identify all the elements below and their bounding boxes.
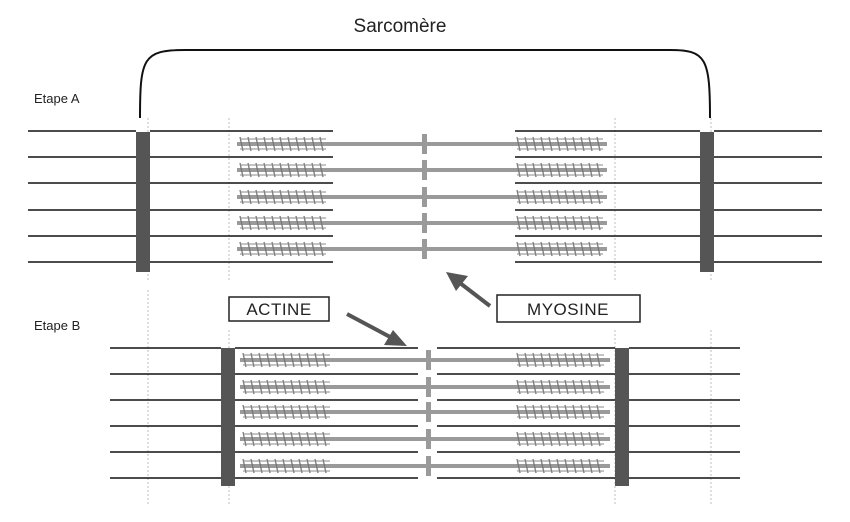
m-line-segment: [426, 456, 431, 476]
stage-a-sarcomere: [28, 130, 822, 272]
actin-label-box: [228, 296, 330, 322]
m-line-segment: [422, 187, 427, 207]
m-line-segment: [426, 350, 431, 370]
myosin-arrow-shaft: [458, 281, 492, 308]
stage-b-sarcomere: [110, 347, 740, 486]
z-disc-right: [615, 348, 629, 486]
m-line-segment: [426, 377, 431, 397]
myosin-label: MYOSINE: [527, 300, 609, 319]
z-disc-left: [136, 132, 150, 272]
actin-label: ACTINE: [246, 300, 311, 319]
stage-b-label: Etape B: [34, 318, 80, 333]
actin-arrow-shaft: [346, 312, 393, 340]
m-line-segment: [422, 213, 427, 233]
myosin-arrow-head: [446, 272, 468, 291]
actin-arrow-head: [384, 330, 407, 346]
m-line-segment: [422, 239, 427, 259]
z-disc-left: [221, 348, 235, 486]
myosin-label-box: [496, 294, 641, 323]
z-disc-right: [700, 132, 714, 272]
m-line-segment: [426, 402, 431, 422]
sarcomere-bracket: [139, 49, 711, 119]
actin-callout: ACTINE: [228, 296, 407, 346]
myosin-callout: MYOSINE: [446, 272, 641, 323]
diagram-title: Sarcomère: [354, 16, 447, 37]
stage-a-label: Etape A: [34, 91, 80, 106]
m-line-segment: [422, 134, 427, 154]
m-line-segment: [426, 429, 431, 449]
m-line-segment: [422, 160, 427, 180]
